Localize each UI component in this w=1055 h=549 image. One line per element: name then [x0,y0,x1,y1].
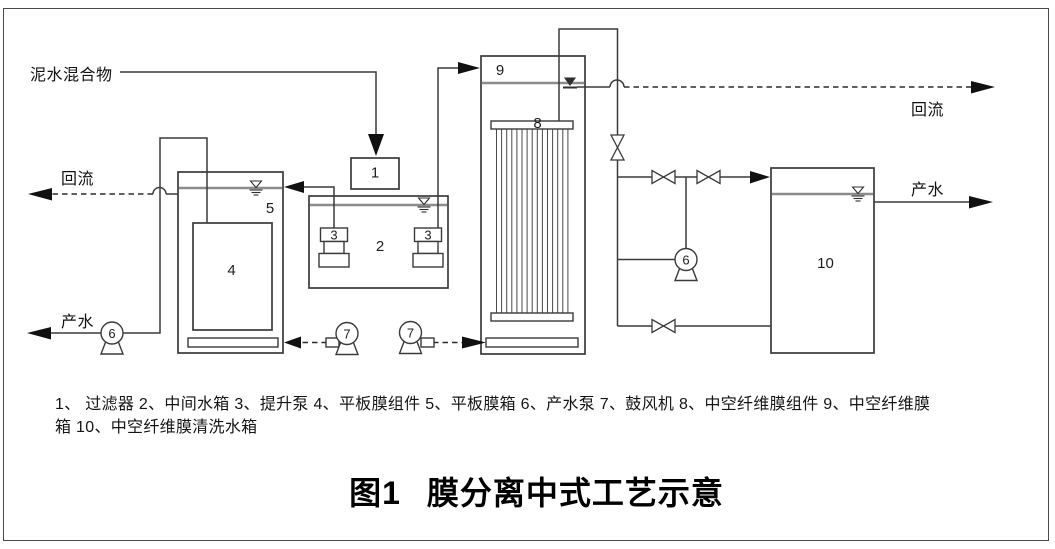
valve-vertical [609,134,626,161]
component-number-3: 3 [330,228,337,243]
product-pump-6-left [99,321,125,355]
dashed-lines [52,86,971,344]
arrow-air-right [462,336,486,349]
product-pump-6-right [673,247,699,282]
arrow-product-left [27,327,51,340]
arrow-into-tank10 [750,171,770,184]
component-number-3: 3 [424,228,431,243]
figure-title-text: 膜分离中式工艺示意 [426,475,724,511]
hollow-fiber-module-8 [490,120,574,322]
figure-title: 图1 膜分离中式工艺示意 [0,468,1055,514]
water-level-icon [417,197,431,213]
lift-pump-3-right [412,227,444,268]
diffuser-tank9 [485,337,579,348]
component-number-5: 5 [266,200,274,217]
legend-caption: 1、 过滤器 2、中间水箱 3、提升泵 4、平板膜组件 5、平板膜箱 6、产水泵… [55,393,955,439]
arrow-air-left [284,336,301,349]
pipe-crossing-hop [609,79,625,88]
filter-box-1 [350,157,400,190]
component-number-1: 1 [371,165,379,182]
arrow-product-right [969,196,993,209]
module-top-header [490,120,574,130]
component-number-6: 6 [108,326,115,341]
component-number-9: 9 [496,62,504,79]
reflux-label-right: 回流 [911,102,945,119]
arrow-into-tank5 [284,181,304,193]
membrane-fibers [496,129,569,313]
component-number-4: 4 [227,262,235,279]
lift-pump-3-left [318,227,350,268]
legend-line-2: 箱 10、中空纤维膜清洗水箱 [55,419,258,436]
arrow-feed-down [368,134,384,156]
intermediate-tank-2 [308,195,449,289]
pipes [51,28,969,334]
product-label-right: 产水 [911,182,945,199]
valve-top-2 [696,169,721,185]
reflux-label-left: 回流 [61,171,95,188]
component-number-6: 6 [682,253,689,268]
water-level-icon [851,186,865,202]
blower-7-left [325,321,360,356]
blower-7-right [398,320,435,355]
legend-line-1: 1、 过滤器 2、中间水箱 3、提升泵 4、平板膜组件 5、平板膜箱 6、产水泵… [55,396,931,413]
lift-pump-right-discharge [437,67,458,228]
water-level-icon [249,180,263,196]
lift-pump-left-discharge [304,186,335,228]
arrow-reflux-right [971,81,995,94]
cleaning-water-tank-10 [770,167,875,354]
flat-membrane-module-4 [192,222,273,331]
feed-label: 泥水混合物 [30,67,113,84]
figure-border [3,8,1049,541]
water-level-icon-filled [563,77,577,89]
arrow-reflux-left [28,188,52,201]
component-number-7: 7 [343,327,350,342]
hf-product-riser [558,28,619,135]
product-label-left: 产水 [61,314,95,331]
valve-top-1 [651,169,676,185]
feed-pipe [120,71,377,134]
flat-membrane-tank-5 [177,171,284,354]
valve-bottom [651,318,676,334]
component-number-2: 2 [376,238,384,255]
diffuser-tank5 [187,337,279,348]
component-number-7: 7 [407,326,414,341]
component-number-10: 10 [817,255,834,272]
module-bottom-header [490,312,574,322]
component-number-8: 8 [533,115,541,132]
figure-number: 图1 [349,475,401,511]
hollow-fiber-tank-9 [480,55,586,355]
pipe-crossing-hop [152,186,167,195]
arrow-into-tank9 [458,62,480,74]
